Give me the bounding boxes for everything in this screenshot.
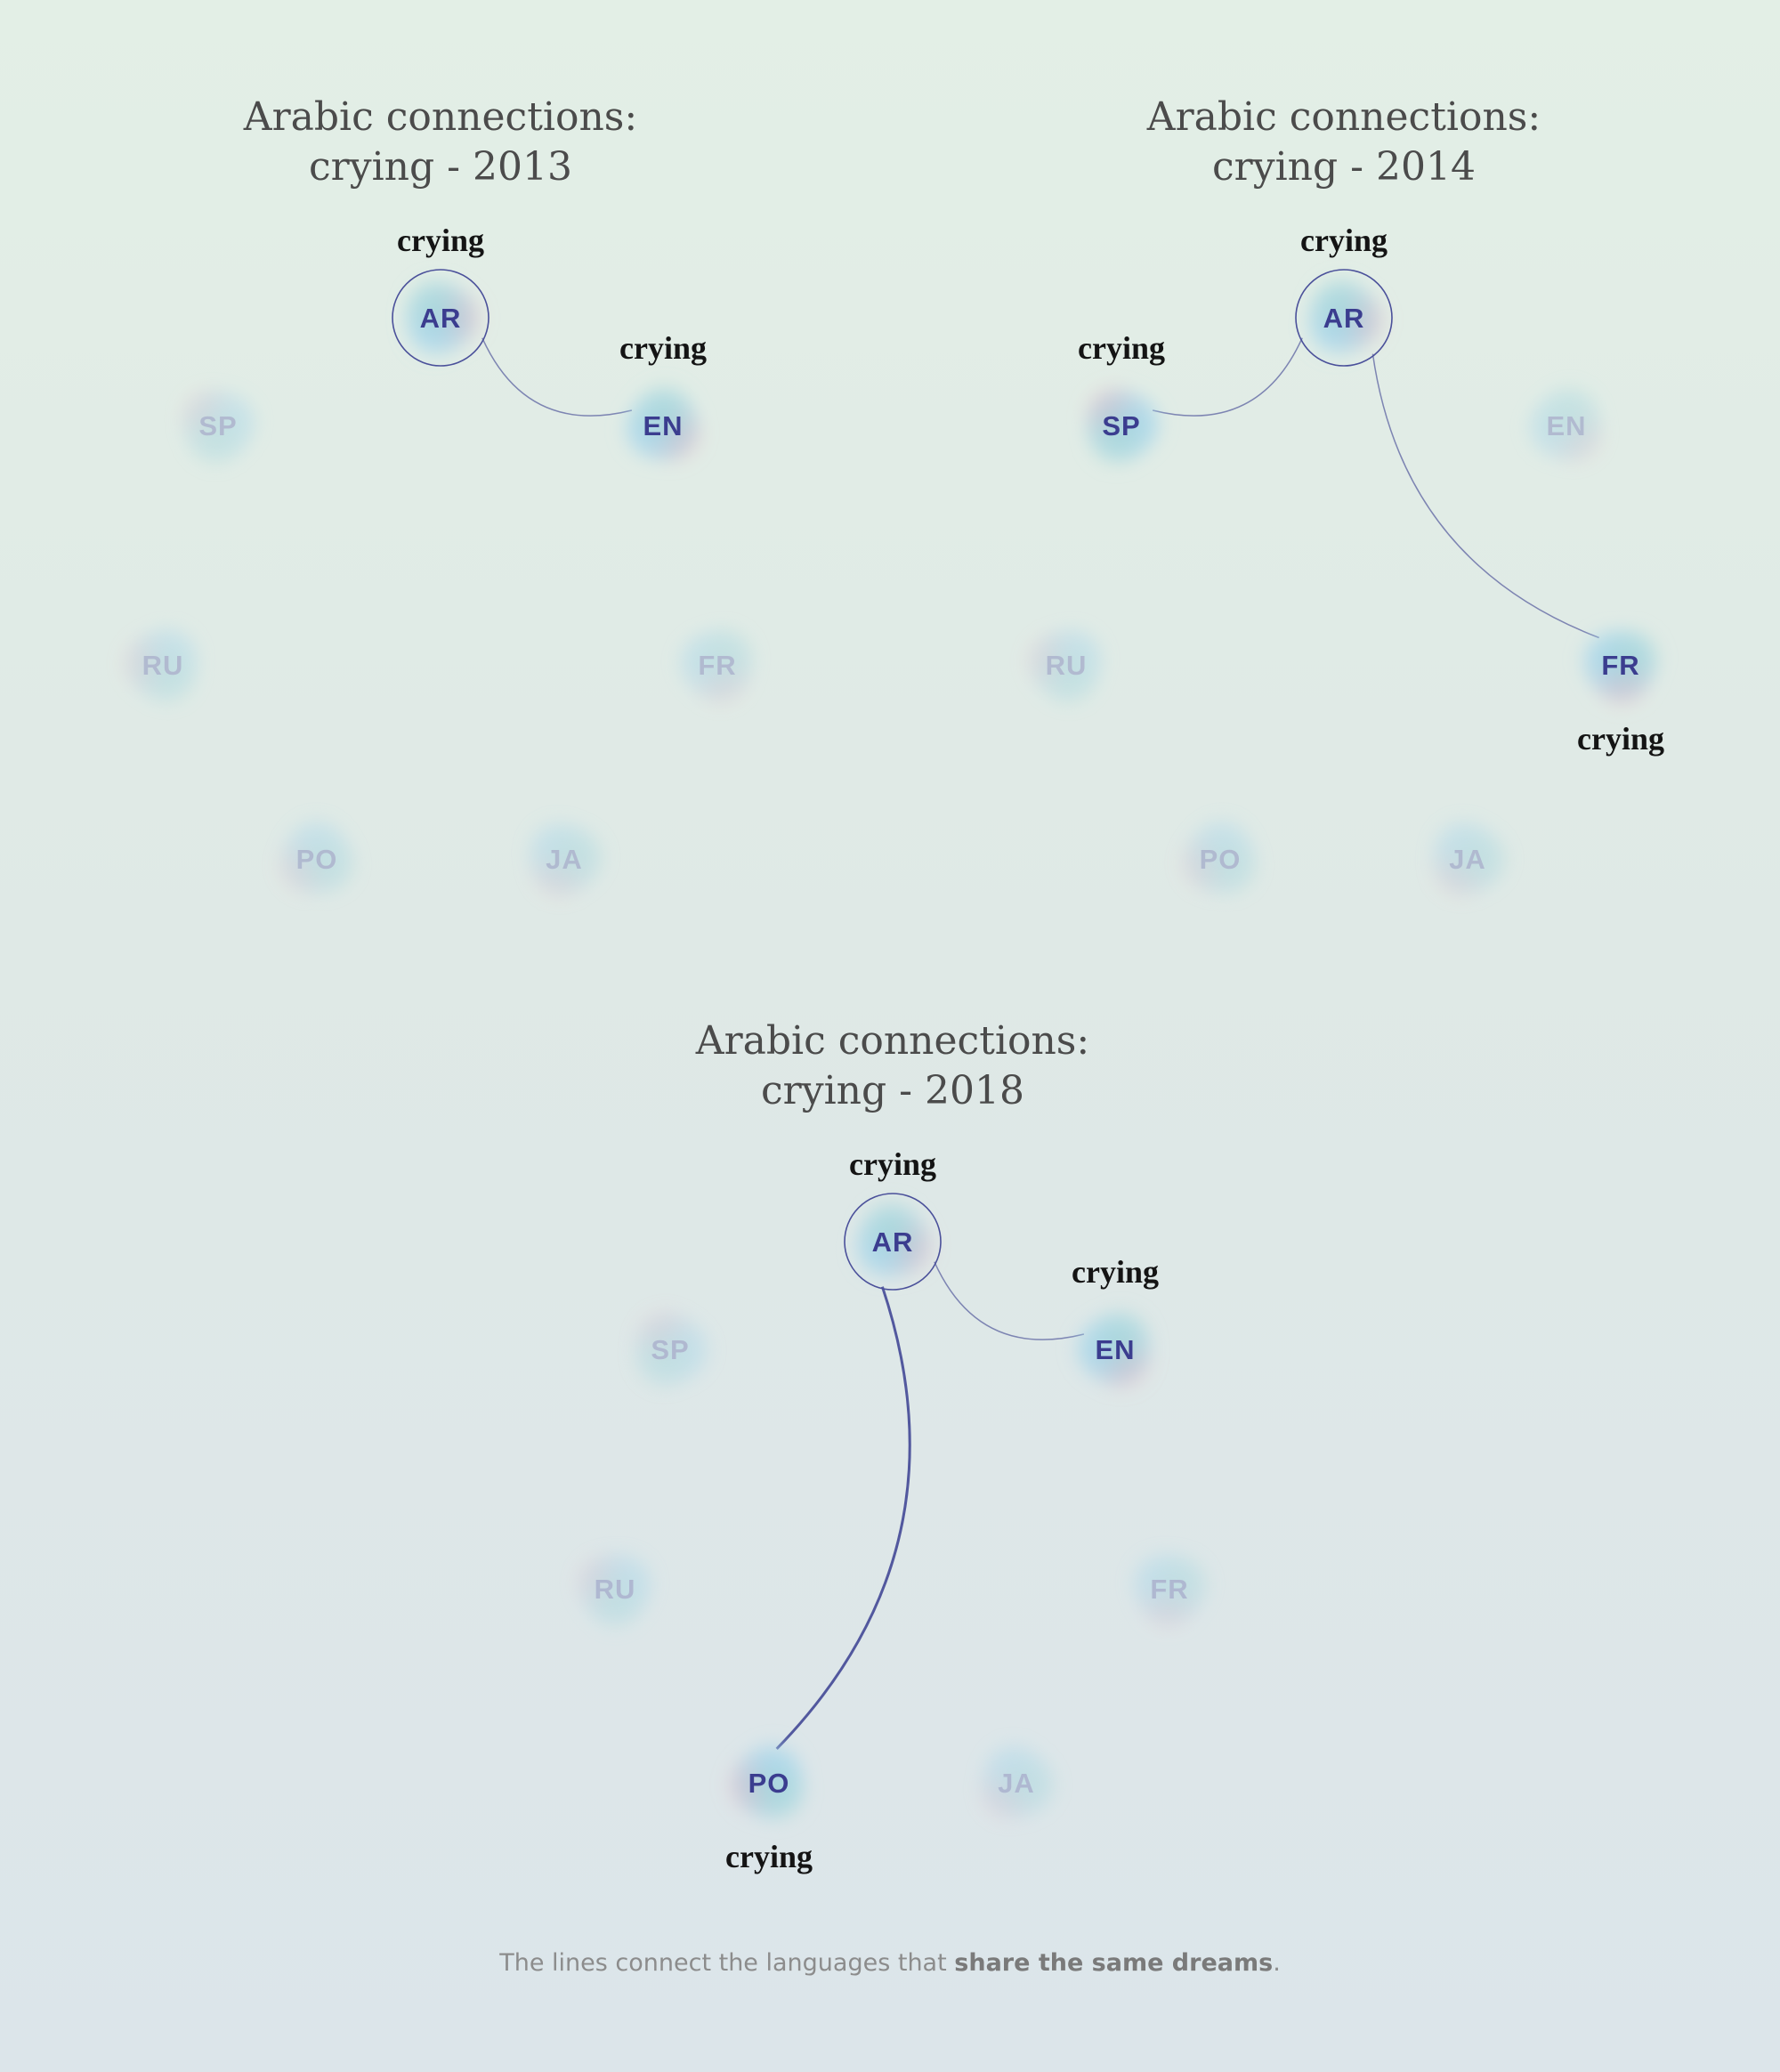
panel-3-node-po-word: crying xyxy=(725,1839,813,1874)
panel-2-node-sp: SP crying xyxy=(1078,330,1168,471)
connection-diagram: ARcryingENcryingFRJAPORUSPARcryingENFRcr… xyxy=(117,223,1665,1874)
panel-3-title-line2: crying - 2018 xyxy=(761,1068,1024,1113)
panel-1-node-ru-label: RU xyxy=(142,650,184,681)
panel-1-title-line2: crying - 2013 xyxy=(309,144,572,190)
panel-3-node-po: PO crying xyxy=(723,1736,813,1874)
panel-2-node-po: PO xyxy=(1174,813,1264,901)
panel-3-node-ar: AR crying xyxy=(844,1146,942,1291)
panel-1-node-en: EN crying xyxy=(618,330,708,467)
panel-1-node-ja-label: JA xyxy=(546,844,583,875)
panel-3-node-po-label: PO xyxy=(748,1768,790,1799)
panel-2-node-en-label: EN xyxy=(1546,410,1586,441)
panel-2-node-ru: RU xyxy=(1020,622,1110,711)
footnote-emphasis: share the same dreams xyxy=(954,1949,1274,1977)
panel-3-node-sp-label: SP xyxy=(651,1334,689,1365)
panel-2-connection-ar-sp xyxy=(1152,337,1303,417)
panel-1-node-en-label: EN xyxy=(643,410,683,441)
panel-1-center-ring xyxy=(392,269,490,367)
panel-2-title: Arabic connections: crying - 2014 xyxy=(1032,93,1655,192)
panel-3-node-ar-label: AR xyxy=(872,1226,914,1258)
panel-3-connection-ar-en xyxy=(934,1261,1085,1340)
panel-2-node-ar: AR crying xyxy=(1295,223,1393,367)
panel-1-node-fr: FR xyxy=(671,621,760,711)
panel-1-node-sp: SP xyxy=(174,383,264,472)
panel-2-node-fr: FR crying xyxy=(1575,623,1665,757)
panel-3-node-fr-label: FR xyxy=(1150,1574,1188,1605)
panel-1-node-ru: RU xyxy=(117,620,205,710)
panel-2-node-fr-label: FR xyxy=(1601,650,1639,681)
panel-2-node-ja: JA xyxy=(1427,813,1514,903)
panel-3-node-ru-label: RU xyxy=(595,1574,636,1605)
panel-2-node-ar-label: AR xyxy=(1323,303,1365,334)
panel-1-node-po-label: PO xyxy=(296,844,338,875)
panel-1-title: Arabic connections: crying - 2013 xyxy=(129,93,752,192)
footnote-end: . xyxy=(1273,1949,1281,1977)
panel-3-node-ja: JA xyxy=(974,1736,1063,1826)
panel-2-node-sp-word: crying xyxy=(1078,330,1165,366)
panel-3-node-ja-label: JA xyxy=(998,1768,1035,1799)
panel-1-node-sp-label: SP xyxy=(198,410,237,441)
panel-3-node-sp: SP xyxy=(629,1304,716,1394)
panel-3-title-line1: Arabic connections: xyxy=(695,1018,1090,1064)
panel-1-title-line1: Arabic connections: xyxy=(243,94,638,140)
panel-3-node-ar-word: crying xyxy=(849,1146,936,1182)
panel-3-node-en-label: EN xyxy=(1095,1334,1135,1365)
panel-3-node-en: EN crying xyxy=(1069,1254,1159,1395)
panel-2-center-ring xyxy=(1295,269,1393,367)
panel-3-connection-ar-po xyxy=(775,1286,911,1751)
panel-3-node-ru: RU xyxy=(570,1548,659,1635)
panel-2-node-sp-label: SP xyxy=(1102,410,1140,441)
panel-1-node-fr-label: FR xyxy=(698,650,736,681)
panel-2-node-ru-label: RU xyxy=(1046,650,1088,681)
footnote-text: The lines connect the languages that xyxy=(499,1949,955,1977)
panel-1-node-ar-word: crying xyxy=(397,223,484,258)
panel-3-node-fr: FR xyxy=(1125,1547,1215,1635)
panel-3-center-ring xyxy=(844,1193,942,1291)
panel-3-title: Arabic connections: crying - 2018 xyxy=(581,1016,1204,1116)
panel-1-connection-ar-en xyxy=(481,337,633,417)
panel-1-node-ar: AR crying xyxy=(392,223,490,367)
footnote: The lines connect the languages that sha… xyxy=(0,1949,1780,1977)
panel-2-node-ja-label: JA xyxy=(1449,844,1486,875)
panel-1-node-po: PO xyxy=(272,813,362,900)
panel-1-node-ar-label: AR xyxy=(420,303,462,334)
panel-2-node-fr-word: crying xyxy=(1577,721,1664,757)
panel-1-node-en-word: crying xyxy=(619,330,707,366)
panel-2-title-line1: Arabic connections: xyxy=(1146,94,1541,140)
panel-2-title-line2: crying - 2014 xyxy=(1212,144,1476,190)
panel-3-node-en-word: crying xyxy=(1072,1254,1159,1290)
panel-2-node-en: EN xyxy=(1520,379,1609,469)
panel-1-node-ja: JA xyxy=(522,815,611,905)
panel-2-connection-ar-fr xyxy=(1371,353,1599,639)
panel-2-node-po-label: PO xyxy=(1200,844,1242,875)
panel-2-node-ar-word: crying xyxy=(1300,223,1388,258)
